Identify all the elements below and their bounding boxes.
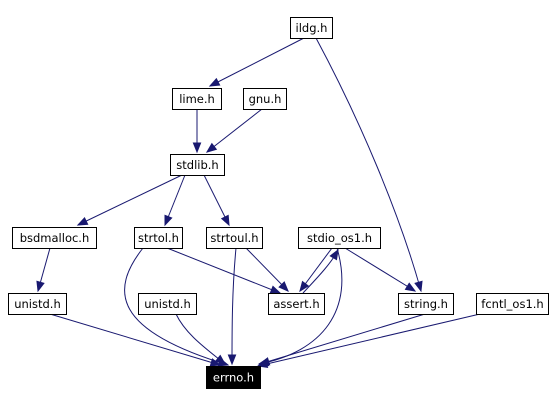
node-label: unistd.h (144, 297, 191, 311)
arrowhead-icon (414, 280, 423, 293)
node-label: unistd.h (14, 297, 61, 311)
node-label: strtol.h (138, 231, 179, 245)
node-box[interactable] (12, 227, 97, 249)
edge-strtol-to-assert (166, 247, 282, 294)
arrowhead-icon (227, 354, 237, 366)
arrowhead-icon (76, 216, 89, 226)
node-strtol[interactable]: strtol.h (134, 227, 183, 249)
edge-stdio_os1-to-string (344, 247, 417, 292)
node-box[interactable] (170, 154, 225, 176)
arrowhead-icon (192, 142, 202, 154)
node-ildg[interactable]: ildg.h (290, 17, 333, 39)
node-box[interactable] (298, 227, 381, 249)
node-label: gnu.h (249, 92, 282, 106)
edge-ildg-to-lime (208, 37, 305, 87)
node-label: bsdmalloc.h (20, 231, 90, 245)
edge-line (209, 37, 305, 87)
node-label: fcntl_os1.h (481, 297, 543, 311)
edge-stdlib-to-strtoul (203, 174, 230, 227)
arrowhead-icon (208, 77, 221, 87)
edge-bsdmalloc-to-unistd_a (36, 247, 51, 293)
edge-layer (36, 37, 481, 369)
node-box[interactable] (172, 88, 222, 110)
edge-stdio_os1-to-assert (299, 247, 333, 293)
node-box[interactable] (398, 293, 454, 315)
node-stdio-os1[interactable]: stdio_os1.h (298, 227, 381, 249)
arrowhead-icon (209, 358, 222, 367)
arrowhead-icon (205, 142, 218, 153)
arrowhead-icon (329, 248, 339, 261)
arrowhead-icon (404, 282, 417, 292)
edge-lime-to-stdlib (192, 109, 202, 154)
edge-line (259, 313, 426, 365)
node-label: ildg.h (296, 21, 328, 35)
edge-fcntl_os1-to-errno (256, 313, 481, 369)
node-label: stdio_os1.h (307, 231, 372, 245)
node-box[interactable] (206, 366, 261, 389)
edge-assert-to-stdio_os1 (302, 248, 339, 294)
edge-gnu-to-stdlib (205, 108, 263, 153)
node-box[interactable] (8, 293, 67, 315)
node-box[interactable] (476, 293, 549, 315)
node-lime[interactable]: lime.h (172, 88, 222, 110)
edge-line (344, 247, 416, 292)
edge-ildg-to-string (315, 37, 423, 293)
edge-line (49, 313, 221, 366)
edge-strtoul-to-errno (227, 247, 237, 366)
arrowhead-icon (299, 280, 310, 293)
edge-stdlib-to-bsdmalloc (76, 174, 183, 226)
node-box[interactable] (138, 293, 197, 315)
node-layer: ildg.h lime.h gnu.h stdlib.h bsdmalloc.h strt… (8, 17, 549, 389)
edge-line (245, 247, 289, 292)
node-fcntl-os1[interactable]: fcntl_os1.h (476, 293, 549, 315)
node-label: assert.h (273, 297, 319, 311)
node-strtoul[interactable]: strtoul.h (206, 227, 263, 249)
arrowhead-icon (214, 354, 227, 365)
node-label: errno.h (213, 371, 254, 385)
node-bsdmalloc[interactable]: bsdmalloc.h (12, 227, 97, 249)
arrowhead-icon (278, 281, 289, 292)
node-gnu[interactable]: gnu.h (243, 88, 287, 110)
node-errno[interactable]: errno.h (206, 366, 261, 389)
node-label: lime.h (179, 92, 215, 106)
node-unistd-a[interactable]: unistd.h (8, 293, 67, 315)
edge-stdlib-to-strtol (164, 174, 186, 227)
edge-line (206, 108, 263, 153)
edge-line (315, 37, 422, 292)
node-box[interactable] (134, 227, 183, 249)
node-box[interactable] (268, 293, 325, 315)
edge-unistd_a-to-errno (49, 313, 222, 367)
arrowhead-icon (220, 214, 230, 227)
edge-unistd_b-to-errno (175, 313, 227, 365)
node-assert[interactable]: assert.h (268, 293, 325, 315)
node-string[interactable]: string.h (398, 293, 454, 315)
node-unistd-b[interactable]: unistd.h (138, 293, 197, 315)
node-box[interactable] (290, 17, 333, 39)
node-box[interactable] (206, 227, 263, 249)
node-label: strtoul.h (210, 231, 258, 245)
node-label: string.h (404, 297, 448, 311)
node-box[interactable] (243, 88, 287, 110)
edge-line (77, 174, 183, 226)
arrowhead-icon (256, 359, 269, 369)
arrowhead-icon (164, 214, 173, 227)
node-stdlib[interactable]: stdlib.h (170, 154, 225, 176)
edge-line (166, 247, 281, 294)
edge-line (175, 313, 226, 365)
edge-strtoul-to-assert (245, 247, 289, 292)
node-label: stdlib.h (176, 158, 218, 172)
arrowhead-icon (36, 280, 45, 293)
edge-line (257, 313, 481, 367)
edge-line (231, 247, 237, 365)
edge-line (124, 247, 229, 366)
